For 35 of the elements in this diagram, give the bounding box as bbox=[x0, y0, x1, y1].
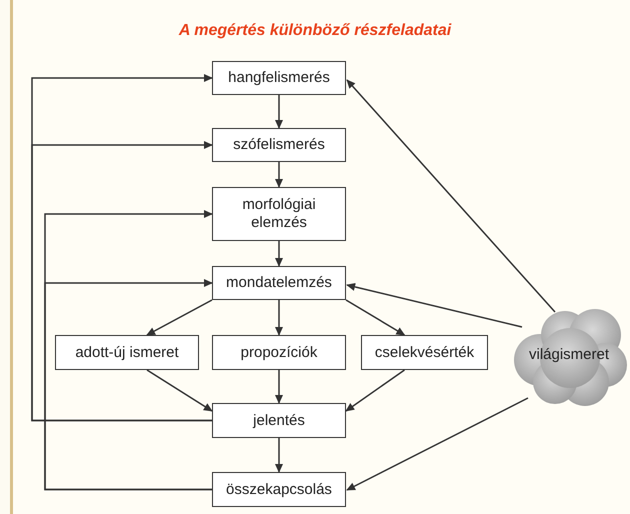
node-label: morfológiai elemzés bbox=[241, 196, 317, 232]
process-box bbox=[212, 266, 346, 300]
arrow bbox=[31, 140, 213, 422]
arrow bbox=[346, 397, 528, 491]
process-box bbox=[55, 335, 199, 370]
arrow bbox=[146, 369, 213, 412]
node-label: összekapcsolás bbox=[226, 480, 332, 498]
node-label: szófelismerés bbox=[233, 136, 325, 154]
node-label: propozíciók bbox=[240, 344, 318, 362]
arrow bbox=[274, 370, 284, 404]
diagram-title: A megértés különböző részfeladatai bbox=[178, 22, 452, 40]
arrow bbox=[346, 299, 406, 336]
process-box bbox=[212, 61, 346, 95]
process-box bbox=[361, 335, 488, 370]
node-label: világismeret bbox=[528, 346, 610, 364]
node-label: adott-új ismeret bbox=[75, 344, 179, 362]
arrow bbox=[345, 369, 405, 412]
node-label: jelentés bbox=[253, 412, 305, 430]
arrow bbox=[274, 95, 284, 129]
node-label: hangfelismerés bbox=[228, 69, 330, 87]
process-box bbox=[212, 403, 346, 438]
process-box bbox=[212, 335, 346, 370]
arrow bbox=[146, 299, 212, 336]
arrow bbox=[274, 162, 284, 188]
arrow bbox=[346, 79, 556, 312]
arrow bbox=[274, 241, 284, 267]
arrow bbox=[274, 438, 284, 473]
arrow bbox=[274, 300, 284, 336]
node-label: cselekvésérték bbox=[374, 344, 474, 362]
process-box bbox=[212, 187, 346, 241]
process-box bbox=[212, 128, 346, 162]
process-box bbox=[212, 472, 346, 507]
node-label: mondatelemzés bbox=[226, 274, 332, 292]
arrow bbox=[44, 278, 213, 490]
arrow bbox=[346, 282, 522, 328]
